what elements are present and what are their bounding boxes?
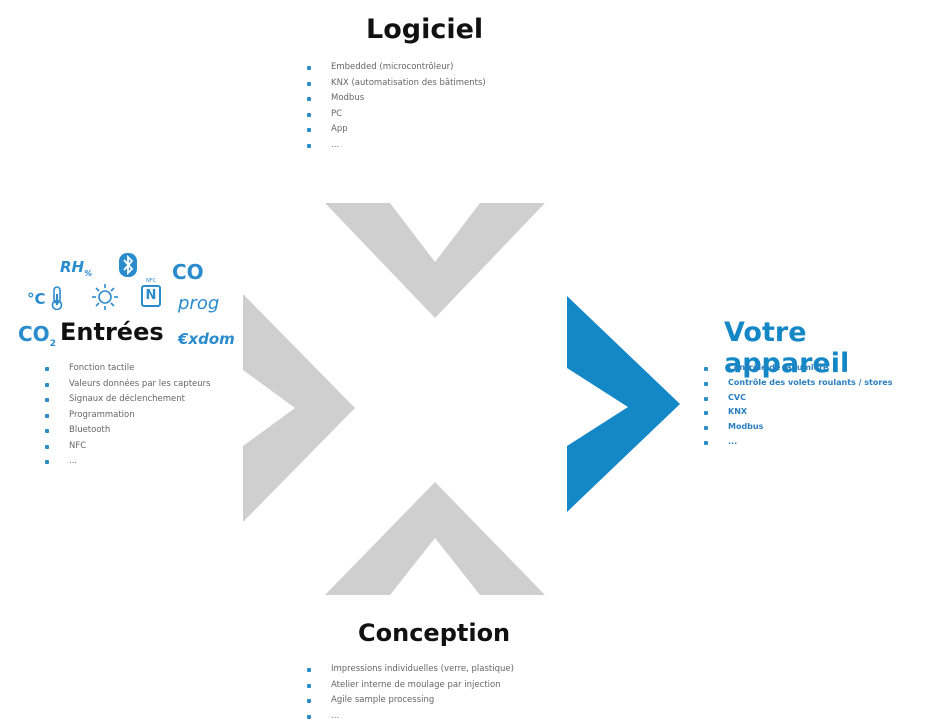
co2-icon: CO2 [18,322,56,349]
conception-list: Impressions individuelles (verre, plasti… [307,662,514,724]
humidity-label: RH [60,258,84,276]
nfc-label: NFC [141,278,161,284]
co2-subscript: 2 [50,339,56,349]
exdom-logo-icon: €xdom [178,330,235,348]
logiciel-list: Embedded (microcontrôleur) KNX (automati… [307,60,486,153]
list-item: Agile sample processing [307,693,514,709]
list-item: Impressions individuelles (verre, plasti… [307,662,514,678]
list-item: ... [45,454,211,470]
list-item: ... [704,435,893,450]
prog-icon: prog [178,293,219,314]
right-chevron-accent [567,296,680,512]
list-item: Fonction tactile [45,361,211,377]
list-item: KNX (automatisation des bâtiments) [307,76,486,92]
list-item: Bluetooth [45,423,211,439]
list-item: PC [307,107,486,123]
entrees-title: Entrées [60,318,164,346]
entrees-list: Fonction tactile Valeurs données par les… [45,361,211,470]
bottom-chevron [325,482,545,595]
votre-appareil-list: Contrôle de la lumière Contrôle des vole… [704,361,893,450]
list-item: NFC [45,439,211,455]
list-item: Contrôle des volets roulants / stores [704,376,893,391]
list-item: Programmation [45,408,211,424]
list-item: Contrôle de la lumière [704,361,893,376]
humidity-subscript: % [84,269,92,278]
list-item: CVC [704,391,893,406]
list-item: Signaux de déclenchement [45,392,211,408]
co-icon: CO [172,260,204,284]
nfc-glyph: N [141,285,161,307]
top-chevron [325,203,545,318]
celsius-label: °C [27,290,46,308]
temperature-icon: °C [27,286,63,310]
logiciel-title: Logiciel [366,14,483,45]
list-item: Modbus [704,420,893,435]
list-item: App [307,122,486,138]
list-item: Atelier interne de moulage par injection [307,678,514,694]
humidity-icon: RH% [60,258,92,278]
co2-label: CO [18,322,50,346]
bluetooth-icon [118,252,138,278]
list-item: KNX [704,405,893,420]
list-item: Valeurs données par les capteurs [45,377,211,393]
sun-brightness-icon [90,282,120,316]
list-item: ... [307,138,486,154]
conception-title: Conception [358,619,510,647]
list-item: Modbus [307,91,486,107]
left-chevron [243,294,355,522]
nfc-icon: NFC N [141,278,161,307]
list-item: Embedded (microcontrôleur) [307,60,486,76]
